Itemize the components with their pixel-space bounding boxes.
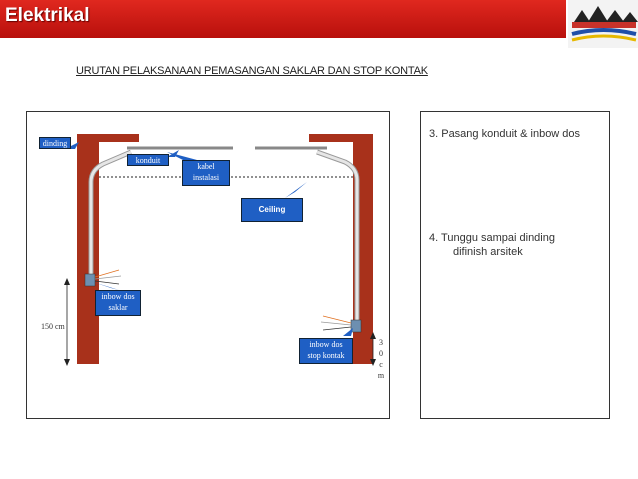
label-inbow-saklar-line2: saklar: [108, 303, 128, 312]
label-dinding: dinding: [39, 137, 71, 149]
step-3: 3. Pasang konduit & inbow dos: [429, 128, 581, 140]
step-4-line1: 4. Tunggu sampai dinding: [429, 232, 555, 244]
label-inbow-stop-kontak: inbow dos stop kontak: [299, 338, 353, 364]
label-30cm-char-4: m: [377, 371, 385, 380]
label-kabel-line2: instalasi: [192, 173, 220, 182]
header-bar: Elektrikal: [0, 0, 566, 38]
label-ceiling: Ceiling: [241, 198, 303, 222]
label-inbow-stop-line1: inbow dos: [309, 340, 343, 349]
diagram-title: URUTAN PELAKSANAAN PEMASANGAN SAKLAR DAN…: [76, 65, 428, 77]
right-wall: [309, 134, 373, 364]
label-inbow-saklar-line1: inbow dos: [101, 292, 135, 301]
left-wall: [77, 134, 139, 364]
header-title: Elektrikal: [5, 5, 90, 26]
logo: [568, 0, 638, 48]
label-150cm: 150 cm: [41, 322, 65, 331]
label-30cm-char-1: 3: [379, 338, 383, 347]
steps-box: 3. Pasang konduit & inbow dos 4. Tunggu …: [420, 111, 610, 419]
inbow-saklar-box: [84, 273, 96, 287]
inbow-stop-box: [350, 319, 362, 333]
label-30cm-char-3: c: [379, 360, 383, 369]
step-4-line2: difinish arsitek: [453, 246, 523, 258]
label-kabel-line1: kabel: [197, 162, 215, 171]
label-30cm-char-2: 0: [379, 349, 383, 358]
diagram-box: dinding konduit kabel instalasi Ceiling …: [26, 111, 390, 419]
label-konduit: konduit: [127, 154, 169, 166]
wall-diagram: [64, 134, 376, 366]
label-inbow-stop-line2: stop kontak: [307, 351, 345, 360]
label-inbow-saklar: inbow dos saklar: [95, 290, 141, 316]
label-kabel-instalasi: kabel instalasi: [182, 160, 230, 186]
label-30cm: 3 0 c m: [377, 337, 385, 381]
